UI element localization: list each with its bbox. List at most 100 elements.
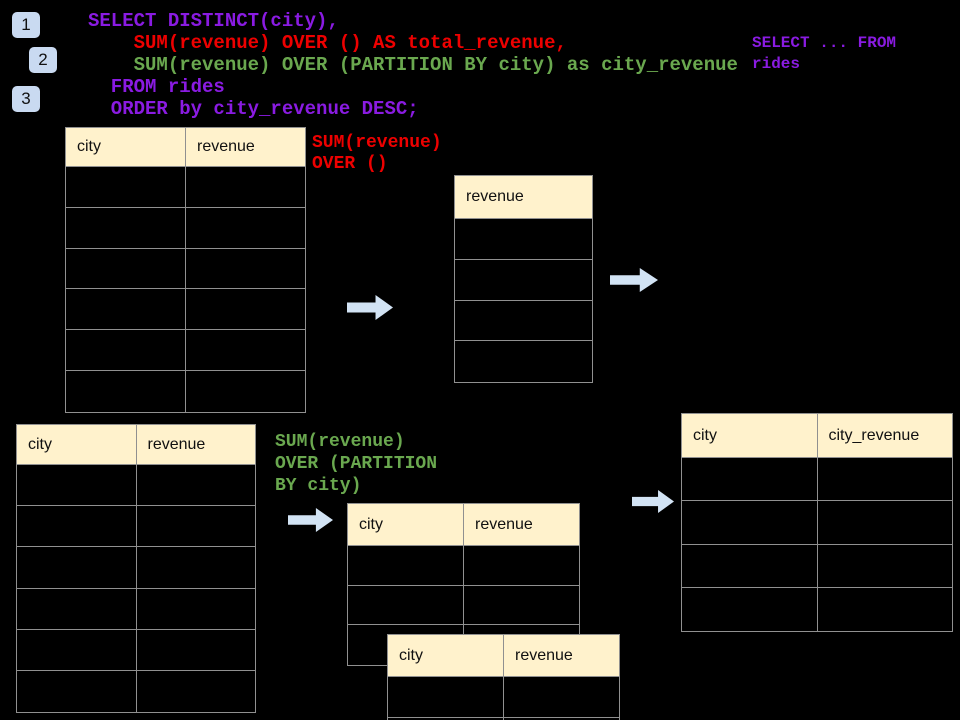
table-row (388, 677, 619, 718)
table-cell (455, 341, 592, 382)
table-cell (682, 545, 817, 587)
annotation-total-revenue: SUM(revenue) OVER () (312, 133, 442, 174)
table-cell (17, 547, 136, 587)
table-cell (17, 671, 136, 712)
table-cell (348, 586, 463, 625)
column-header-revenue: revenue (185, 128, 305, 166)
sql-code-line: SUM(revenue) OVER (PARTITION BY city) as… (88, 54, 738, 76)
table-source-top: city revenue (65, 127, 306, 413)
table-cell (66, 249, 185, 289)
table-cell (17, 630, 136, 670)
table-cell (17, 506, 136, 546)
table-row (17, 506, 255, 548)
table-cell (66, 208, 185, 248)
column-header-revenue: revenue (135, 425, 255, 464)
table-cell (135, 670, 256, 713)
column-header-city: city (17, 425, 136, 464)
table-cell (185, 330, 305, 370)
step-badge-1: 1 (12, 12, 40, 38)
table-row (348, 546, 579, 586)
step-badge-3: 3 (12, 86, 40, 112)
table-row (682, 544, 953, 588)
sql-code-line: ORDER by city_revenue DESC; (88, 98, 419, 120)
table-cell (816, 501, 953, 544)
sql-code-line: FROM rides (88, 76, 225, 98)
table-cell (66, 167, 185, 207)
table-body (388, 677, 619, 720)
column-header-revenue: revenue (463, 504, 579, 545)
column-header-city: city (348, 504, 463, 545)
table-body (66, 167, 305, 412)
table-cell (17, 465, 136, 505)
sql-code-line: SUM(revenue) OVER () AS total_revenue, (88, 32, 567, 54)
annotation-partition: SUM(revenue) OVER (PARTITION BY city) (275, 432, 438, 496)
table-cell (135, 588, 256, 629)
table-header-row: revenue (455, 176, 592, 219)
sql-code-block: SELECT DISTINCT(city), SUM(revenue) OVER… (88, 10, 738, 120)
table-partition-overlay: city revenue (387, 634, 620, 720)
column-header-city: city (388, 635, 503, 676)
table-cell (135, 465, 256, 506)
flow-arrow-icon (610, 268, 658, 292)
table-cell (682, 588, 817, 631)
table-row (455, 260, 592, 301)
table-partition-input: city revenue (347, 503, 580, 667)
step-badge-2: 2 (29, 47, 57, 73)
table-cell (66, 371, 185, 412)
table-row (66, 289, 305, 331)
table-cell (135, 629, 256, 670)
table-row (17, 670, 256, 713)
table-total-result: revenue (454, 175, 593, 384)
column-header-city: city (682, 414, 817, 457)
table-cell (455, 260, 592, 300)
table-cell (816, 458, 953, 501)
table-row (348, 585, 579, 626)
table-cell (816, 544, 953, 587)
column-header-revenue: revenue (503, 635, 619, 676)
table-cell (682, 501, 817, 543)
table-header-row: city revenue (388, 635, 619, 677)
table-row (682, 587, 953, 632)
table-cell (185, 248, 305, 289)
table-row (388, 718, 619, 720)
table-body (455, 219, 592, 382)
table-cell (503, 718, 619, 720)
table-row (66, 330, 305, 371)
flow-arrow-icon (288, 508, 333, 532)
flow-arrow-icon (632, 490, 674, 513)
table-cell (348, 546, 463, 585)
table-body (682, 458, 953, 632)
table-header-row: city revenue (17, 425, 255, 465)
table-header-row: city revenue (66, 128, 305, 167)
table-cell (17, 589, 136, 629)
table-cell (66, 289, 185, 329)
table-row (455, 341, 592, 382)
table-row (66, 248, 305, 290)
table-row (17, 547, 256, 589)
table-row (455, 301, 592, 342)
table-cell (463, 546, 579, 585)
table-cell (185, 289, 305, 330)
table-row (17, 465, 256, 507)
table-cell (455, 301, 592, 341)
table-cell (185, 167, 305, 207)
table-cell (66, 330, 185, 370)
table-cell (816, 587, 953, 632)
table-cell (503, 677, 619, 717)
table-row (455, 219, 592, 260)
table-cell (463, 585, 579, 625)
table-cell (185, 370, 305, 412)
table-partition-result: city city_revenue (681, 413, 953, 633)
table-cell (682, 458, 817, 500)
flow-arrow-icon (347, 295, 393, 320)
column-header-city-revenue: city_revenue (816, 414, 952, 457)
table-cell (185, 207, 305, 248)
column-header-city: city (66, 128, 185, 166)
table-cell (455, 219, 592, 259)
table-row (17, 588, 256, 630)
table-source-bottom: city revenue (16, 424, 256, 714)
sql-code-line: SELECT DISTINCT(city), (88, 10, 339, 32)
table-row (682, 501, 953, 545)
table-header-row: city revenue (348, 504, 579, 546)
table-cell (135, 547, 256, 588)
